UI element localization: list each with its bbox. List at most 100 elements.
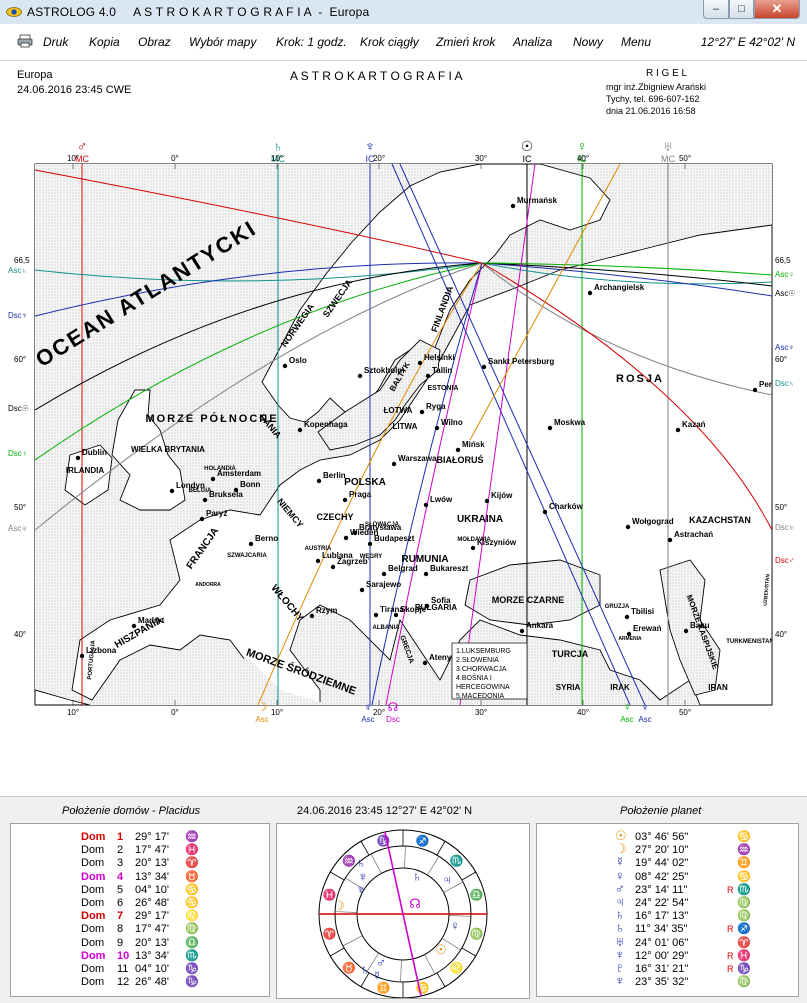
planet-row-4: ♂23° 14' 11"R♏ (615, 881, 751, 896)
city-label-18: Bonn (240, 480, 261, 489)
house-degree: 17° 47' (135, 923, 170, 936)
house-number: 12 (117, 976, 130, 989)
city-dot-20 (391, 461, 397, 467)
node-asc-line (459, 164, 536, 705)
pluto-asc-line (399, 164, 646, 705)
city-label-25: Wołgograd (632, 517, 674, 526)
planet-sign-icon: ♍ (737, 976, 751, 989)
planet-row-7: ♄11° 34' 35"R♐ (615, 920, 751, 935)
wheel-house-cusp-1 (342, 935, 363, 947)
sun-dsc-curve (35, 262, 772, 411)
city-label-3: Oslo (289, 356, 307, 365)
region-label-36: BELGIA (189, 488, 212, 494)
region-label-19: KAZACHSTAN (689, 515, 751, 525)
city-label-7: Perm (759, 380, 779, 389)
planet-sign-icon: ♑ (737, 963, 751, 975)
planet-sign-icon: ♍ (737, 897, 751, 909)
region-label-29: WĘGRY (360, 554, 382, 560)
top-planet-glyph-0: ♂ (77, 138, 88, 154)
city-dot-37 (359, 587, 365, 593)
wheel-sign-icon-1: ♉ (342, 962, 356, 975)
region-label-32: BUŁGARIA (415, 603, 457, 612)
region-label-42: TURKMENISTAN (726, 639, 774, 645)
printer-icon[interactable] (17, 34, 33, 48)
house-degree: 04° 10' (135, 963, 170, 975)
lon-label-bottom-4: 30° (475, 708, 487, 717)
saturn-asc-curve (35, 262, 772, 285)
city-dot-45 (519, 628, 525, 634)
region-label-40: GRUZJA (605, 604, 630, 610)
land-africa (35, 689, 91, 705)
city-dot-44 (422, 660, 428, 666)
minimize-button[interactable]: – (703, 0, 729, 19)
planet-position: 03° 46' 56" (635, 831, 689, 843)
house-number: 10 (117, 949, 130, 962)
city-label-1: Archangielsk (594, 283, 645, 292)
house-label: Dom (81, 910, 106, 923)
house-label: Dom (81, 949, 106, 962)
close-button[interactable]: ✕ (754, 0, 800, 19)
region-label-1: MORZE PÓŁNOCNE (145, 412, 278, 425)
house-degree: 13° 34' (135, 949, 170, 962)
house-number: 6 (117, 897, 124, 909)
lon-label-bottom-6: 50° (679, 708, 691, 717)
planet-sign-icon: ♓ (737, 949, 751, 962)
moon-asc-curve (257, 262, 483, 705)
menu-item-krok[interactable]: Krok: 1 godz. (276, 35, 347, 49)
city-label-15: Londyn (176, 481, 205, 490)
city-label-28: Wiedeń (350, 528, 378, 537)
city-label-4: Sztokholm (364, 366, 404, 375)
menu-item-krok-ciagly[interactable]: Krok ciągły (360, 35, 419, 49)
house-sign-icon: ♑ (185, 963, 199, 975)
lon-label-top-0: 10° (67, 154, 79, 163)
astrolog-app-icon (6, 7, 22, 17)
menu-item-menu[interactable]: Menu (621, 35, 652, 49)
menu-item-wybor-mapy[interactable]: Wybór mapy (189, 35, 257, 49)
city-dot-23 (423, 502, 429, 508)
city-dot-4 (357, 373, 363, 379)
menu-item-kopia[interactable]: Kopia (89, 35, 120, 49)
house-sign-icon: ♏ (185, 949, 199, 962)
right-axis-label-2: Asc♆ (775, 343, 794, 352)
left-axis-label-3: Dsc♀ (8, 449, 28, 458)
menu-item-zmien-krok[interactable]: Zmień krok (436, 35, 496, 49)
house-sign-icon: ♌ (185, 910, 199, 923)
house-degree: 13° 34' (135, 870, 170, 883)
house-number: 7 (117, 910, 124, 923)
menu-item-nowy[interactable]: Nowy (573, 35, 604, 49)
wheel-planet-glyph-4: ♄ (412, 869, 422, 884)
wheel-sign-icon-7: ♏ (450, 854, 464, 867)
lon-label-top-4: 30° (475, 154, 487, 163)
city-dot-30 (367, 541, 373, 547)
planet-glyph-icon: ☉ (615, 828, 627, 843)
wheel-house-cusp-2 (366, 952, 379, 972)
city-dot-16 (210, 476, 216, 482)
region-label-18: CZECHY (316, 512, 353, 522)
menu-item-analiza[interactable]: Analiza (513, 35, 553, 49)
lon-label-top-5: 40° (577, 154, 589, 163)
menu-bar: Druk Kopia Obraz Wybór mapy Krok: 1 godz… (0, 24, 807, 61)
lat-label-right-2: 50° (775, 503, 787, 512)
wheel-sign-icon-6: ♎ (470, 888, 484, 901)
horoscope-wheel: ♈♉♊♋♌♍♎♏♐♑♒♓☽♆♄♆♄♀☉♂♄☿♃☊ (318, 829, 488, 999)
city-dot-8 (419, 409, 425, 415)
wheel-planet-glyph-0: ☽ (333, 898, 345, 913)
region-label-37: HOLANDIA (204, 466, 236, 472)
maximize-button[interactable]: □ (729, 0, 754, 19)
menu-item-druk[interactable]: Druk (43, 35, 69, 49)
city-label-27: Berno (255, 534, 278, 543)
neptune-dsc-curve (35, 262, 772, 317)
city-label-47: Erewań (633, 624, 662, 633)
region-label-22: TURCJA (552, 649, 589, 659)
lat-label-right-1: 60° (775, 355, 787, 364)
city-label-2: Helsinki (424, 353, 455, 362)
lon-label-bottom-1: 0° (171, 708, 179, 717)
top-planet-glyph-4: ♀ (577, 138, 588, 154)
top-axis-label-4: IC (578, 154, 588, 164)
lon-label-bottom-3: 20° (373, 708, 385, 717)
menu-item-obraz[interactable]: Obraz (138, 35, 171, 49)
region-label-17: ESTONIA (428, 385, 459, 392)
city-dot-36 (423, 571, 429, 577)
